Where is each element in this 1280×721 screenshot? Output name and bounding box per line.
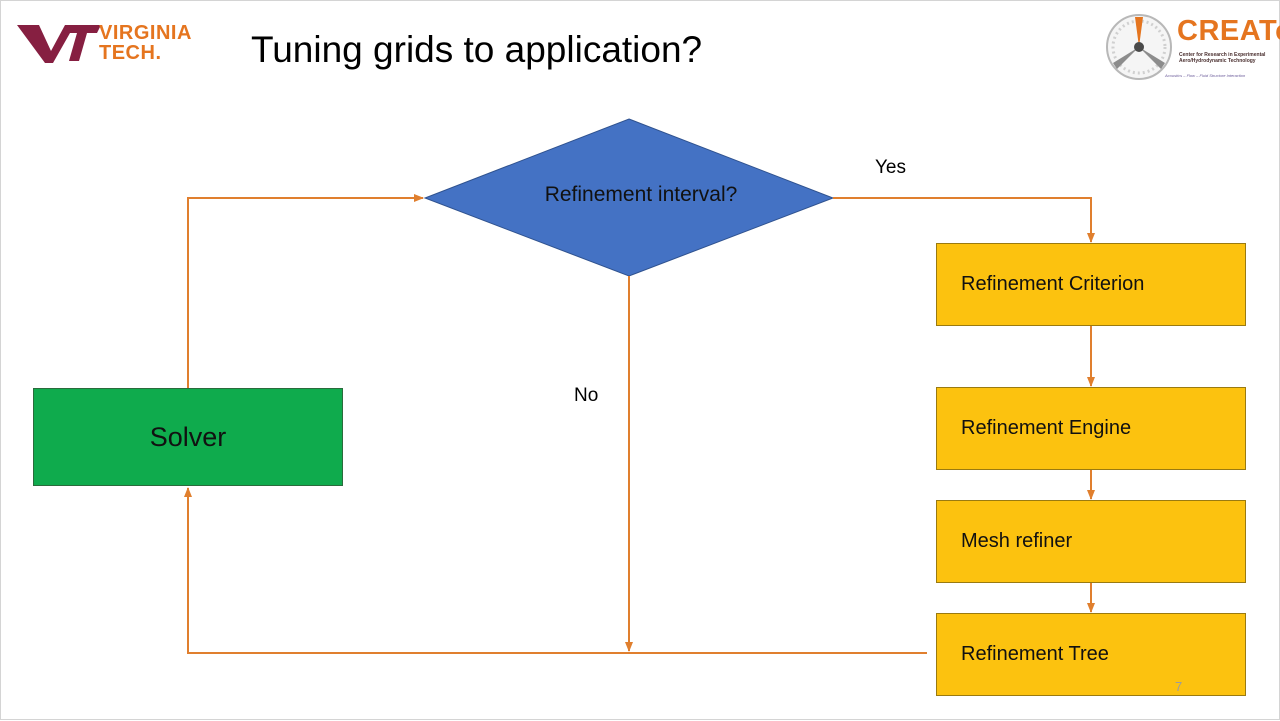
create-tagline: Acoustics – Flow – Fluid Structure Inter…	[1165, 73, 1246, 78]
step-label: Refinement Tree	[961, 643, 1109, 665]
vt-wordmark: VIRGINIA TECH.	[99, 23, 192, 63]
edge-solver-to-decision	[187, 194, 424, 389]
create-subtitle: Center for Research in Experimental Aero…	[1179, 52, 1266, 64]
vt-line2: TECH.	[99, 42, 162, 64]
create-wordmark: CREATe	[1177, 15, 1280, 47]
step-mesh-refiner: Mesh refiner	[936, 500, 1246, 583]
create-logo-emblem	[1106, 14, 1172, 80]
no-label: No	[574, 385, 599, 406]
edge-tree-to-solver	[184, 487, 927, 654]
page-title: Tuning grids to application?	[251, 29, 703, 70]
decision-label: Refinement interval?	[544, 183, 738, 206]
edge-yes-to-criterion	[833, 197, 1095, 243]
step-refinement-tree: Refinement Tree	[936, 613, 1246, 696]
virginia-tech-logo	[17, 25, 101, 63]
vt-mark-icon	[17, 25, 101, 63]
yes-label: Yes	[875, 157, 906, 178]
solver-box: Solver	[33, 388, 343, 486]
step-refinement-engine: Refinement Engine	[936, 387, 1246, 470]
turbine-icon	[1106, 14, 1172, 80]
step-label: Refinement Engine	[961, 417, 1132, 439]
step-refinement-criterion: Refinement Criterion	[936, 243, 1246, 326]
step-label: Mesh refiner	[961, 530, 1073, 552]
solver-label: Solver	[149, 421, 227, 452]
vt-line1: VIRGINIA	[99, 22, 192, 44]
step-label: Refinement Criterion	[961, 273, 1145, 295]
page-number: 7	[1175, 679, 1183, 694]
